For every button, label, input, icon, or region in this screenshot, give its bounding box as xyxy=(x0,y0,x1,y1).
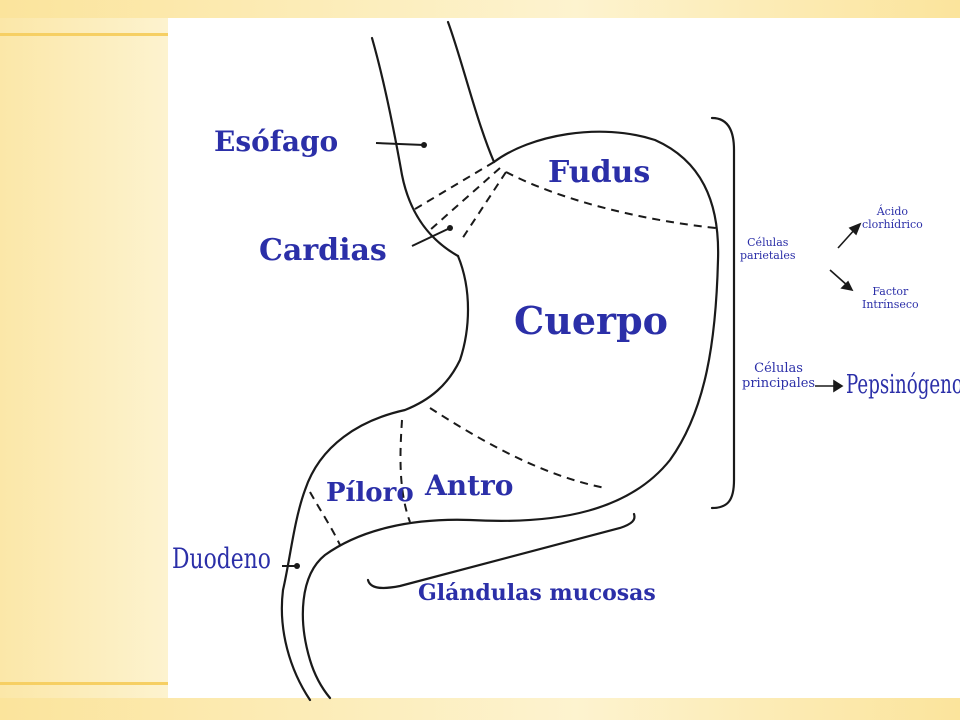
label-glandulas-mucosas: Glándulas mucosas xyxy=(418,580,656,606)
background-top-band xyxy=(0,0,960,18)
cardias-boundary-2 xyxy=(429,167,501,231)
esophagus-right-wall xyxy=(446,20,496,164)
duodeno-pointer-dot xyxy=(294,563,300,569)
label-antro: Antro xyxy=(425,469,514,502)
glands-bracket xyxy=(366,512,636,590)
label-piloro: Píloro xyxy=(326,478,414,508)
celulas-principales-line2: principales xyxy=(742,375,816,391)
background-left-band xyxy=(0,0,168,720)
fundus-boundary xyxy=(505,171,717,229)
esophagus-left-wall xyxy=(370,36,460,258)
arrow-to-pepsinogeno-head xyxy=(833,379,844,393)
label-cardias: Cardias xyxy=(259,233,387,268)
label-factor-intrinseco: Factor Intrínseco xyxy=(862,285,919,311)
cardias-boundary-1 xyxy=(409,161,495,213)
decorative-rule-top xyxy=(0,33,168,36)
label-acido-clorhidrico: Ácido clorhídrico xyxy=(862,205,923,231)
esofago-pointer xyxy=(375,142,425,146)
cardias-pointer xyxy=(411,227,451,247)
esofago-pointer-dot xyxy=(421,142,427,148)
diagram-panel xyxy=(168,18,960,698)
factor-line1: Factor xyxy=(872,285,909,298)
factor-line2: Intrínseco xyxy=(862,297,919,311)
cardias-boundary-3 xyxy=(459,171,507,243)
lesser-curvature xyxy=(280,254,470,702)
label-cuerpo: Cuerpo xyxy=(514,298,668,343)
cardias-pointer-dot xyxy=(447,225,453,231)
label-celulas-parietales: Células parietales xyxy=(740,236,796,262)
label-duodeno: Duodeno xyxy=(172,542,271,575)
label-fudus: Fudus xyxy=(548,155,651,190)
acido-line1: Ácido xyxy=(876,205,909,218)
label-celulas-principales: Células principales xyxy=(742,361,816,392)
decorative-rule-bottom xyxy=(0,682,168,685)
arrow-to-factor-head xyxy=(840,280,854,292)
acido-line2: clorhídrico xyxy=(862,217,923,231)
arrow-to-acido-head xyxy=(848,222,862,236)
label-esofago: Esófago xyxy=(214,125,339,158)
arrow-to-factor xyxy=(829,269,849,287)
celulas-parietales-line1: Células xyxy=(747,236,789,249)
background-bottom-band xyxy=(0,698,960,720)
duodenum-boundary xyxy=(309,491,341,546)
celulas-parietales-line2: parietales xyxy=(740,248,796,262)
antrum-boundary xyxy=(429,407,606,489)
label-pepsinogeno: Pepsinógeno xyxy=(846,370,960,400)
celulas-principales-line1: Células xyxy=(754,361,803,376)
greater-curvature xyxy=(301,130,720,700)
cells-bracket xyxy=(710,116,736,510)
